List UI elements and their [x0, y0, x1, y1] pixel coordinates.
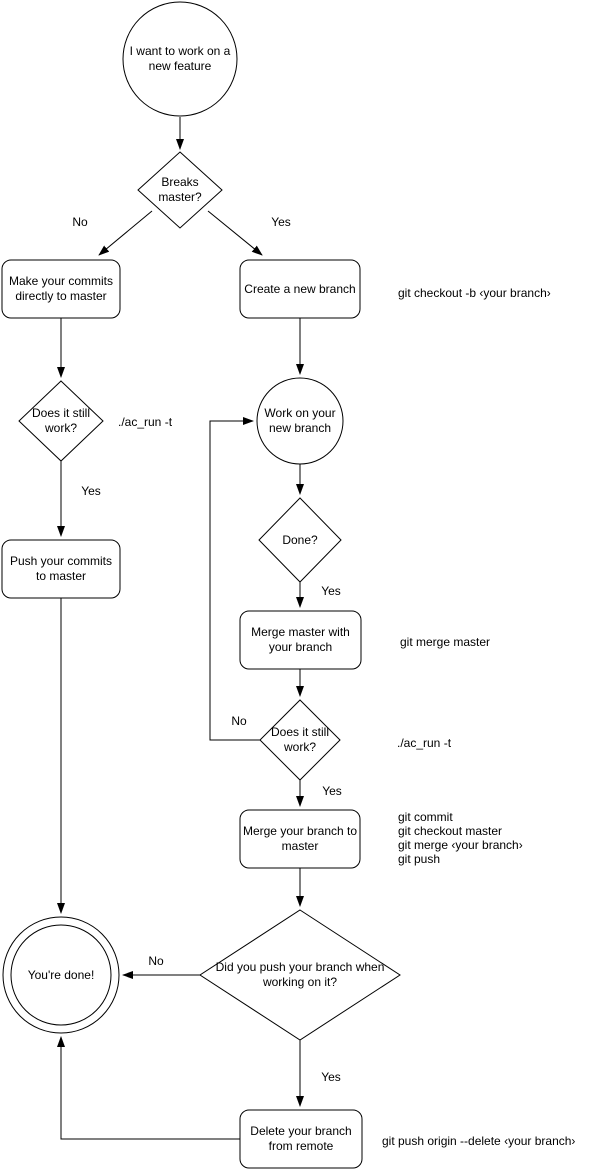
annotation-ac-run-2: ./ac_run -t [397, 736, 452, 750]
annotation-merge-block-line-4: git push [398, 852, 441, 866]
annotation-merge-master-cmd: git merge master [400, 635, 491, 649]
edge-label-push-yes: Yes [321, 1070, 341, 1084]
edge-label-still1-yes: Yes [81, 484, 101, 498]
annotation-merge-block-line-3: git merge ‹your branch› [398, 838, 523, 852]
edge-delete-remote-to-done [57, 1036, 240, 1140]
make-commits-box [1, 259, 121, 319]
annotation-checkout-branch: git checkout -b ‹your branch› [398, 286, 551, 300]
edge-breaks-yes-to-create-branch [207, 210, 263, 256]
edge-still-work-2-no-loop [209, 417, 260, 741]
start-circle [122, 1, 238, 117]
edge-label-done-yes: Yes [321, 584, 341, 598]
merge-master-box [239, 610, 362, 670]
still-work-1-diamond [18, 380, 104, 462]
annotation-merge-block: git commit git checkout master git merge… [398, 810, 523, 866]
push-commits-box [1, 539, 121, 599]
create-branch-box [239, 259, 361, 319]
did-push-diamond [199, 909, 401, 1041]
edge-label-breaks-no: No [72, 215, 88, 229]
edge-label-still2-yes: Yes [322, 784, 342, 798]
edge-label-push-no: No [148, 954, 164, 968]
annotation-delete-cmd: git push origin --delete ‹your branch› [382, 1134, 576, 1148]
still-work-2-diamond [259, 699, 341, 781]
annotation-merge-block-line-2: git checkout master [398, 824, 503, 838]
merge-branch-box [239, 809, 361, 869]
work-branch-circle [256, 377, 344, 465]
annotation-merge-block-line-1: git commit [398, 810, 453, 824]
breaks-master-diamond [137, 151, 223, 229]
edge-label-breaks-yes: Yes [271, 215, 291, 229]
edge-label-still2-no: No [231, 714, 247, 728]
annotation-ac-run-1: ./ac_run -t [118, 415, 173, 429]
done-circle-inner [10, 924, 112, 1026]
done-q-diamond [258, 497, 342, 583]
edge-breaks-no-to-make-commits [98, 210, 153, 256]
delete-remote-box [239, 1109, 363, 1169]
